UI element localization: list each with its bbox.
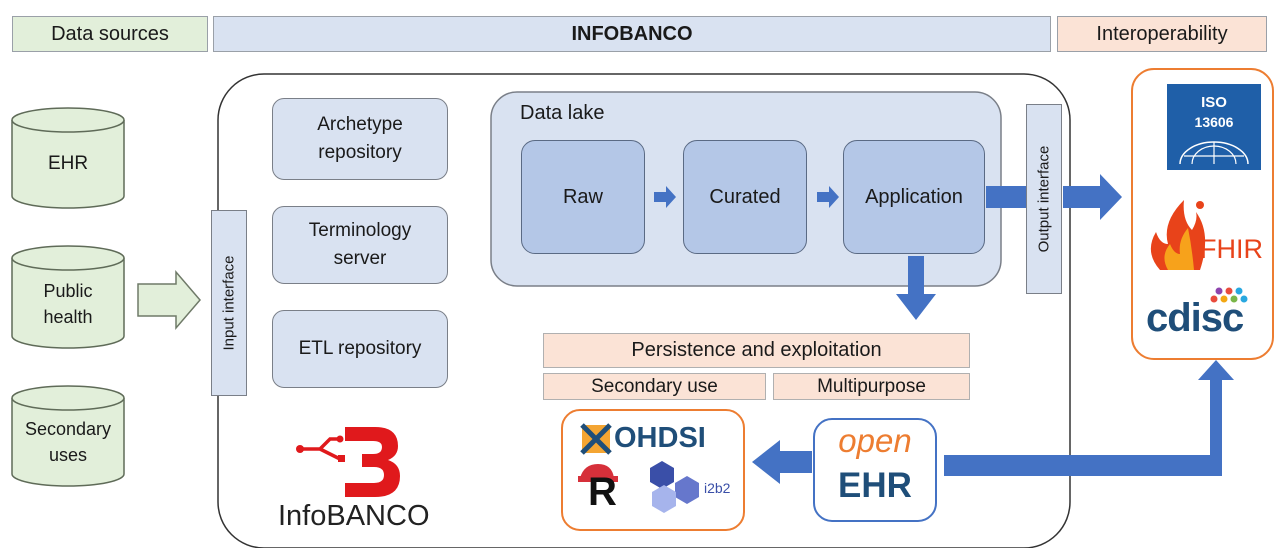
cylinder-ehr — [11, 107, 125, 209]
arrow-openehr-interoperability — [944, 360, 1234, 476]
ohdsi-logo-text: OHDSI — [614, 422, 706, 454]
source-ehr-label: EHR — [47, 153, 89, 175]
fhir-flame-icon — [1150, 200, 1206, 270]
iso-13606-logo — [1167, 84, 1261, 170]
input-interface-label: Input interface — [220, 255, 238, 351]
i2b2-logo-text: i2b2 — [704, 480, 731, 496]
openehr-open-text: open — [838, 422, 912, 459]
arrow-openehr-ohdsi — [752, 440, 812, 484]
infobanco-logo-mark — [296, 427, 400, 497]
arrow-application-down — [896, 256, 936, 320]
header-interoperability: Interoperability — [1057, 16, 1267, 52]
persistence-title: Persistence and exploitation — [543, 333, 970, 368]
arrow-application-output — [986, 186, 1026, 208]
header-infobanco: INFOBANCO — [213, 16, 1051, 52]
cylinder-secondary-uses — [11, 385, 125, 487]
source-secondary-uses-label: Secondary uses — [24, 418, 112, 465]
stage-application: Application — [843, 140, 985, 254]
cdisc-dots-icon — [1210, 287, 1248, 303]
secondary-use-label: Secondary use — [543, 373, 766, 400]
multipurpose-label: Multipurpose — [773, 373, 970, 400]
arrow-raw-curated — [654, 186, 676, 208]
data-lake-title: Data lake — [520, 102, 605, 124]
source-secondary-uses: Secondary uses — [12, 398, 124, 486]
output-interface: Output interface — [1026, 104, 1062, 294]
header-data-sources: Data sources — [12, 16, 208, 52]
openehr-box — [813, 418, 937, 522]
stage-raw: Raw — [521, 140, 645, 254]
iso-label: ISO — [1201, 94, 1227, 111]
input-interface: Input interface — [211, 210, 247, 396]
source-ehr: EHR — [12, 120, 124, 208]
etl-repository: ETL repository — [272, 310, 448, 388]
cylinder-public-health — [11, 245, 125, 349]
cdisc-logo-text: cdisc — [1146, 296, 1244, 340]
archetype-repository: Archetype repository — [272, 98, 448, 180]
fhir-logo-text: FHIR — [1200, 234, 1263, 264]
stage-curated: Curated — [683, 140, 807, 254]
infobanco-wordmark: InfoBANCO — [278, 500, 430, 532]
r-logo-text: R — [588, 470, 617, 514]
ohdsi-icon — [580, 423, 612, 455]
arrow-curated-application — [817, 186, 839, 208]
r-logo-icon — [578, 464, 618, 482]
terminology-server: Terminology server — [272, 206, 448, 284]
i2b2-hexagon-icon — [650, 461, 699, 513]
iso-number: 13606 — [1194, 114, 1234, 130]
source-public-health: Public health — [12, 260, 124, 348]
input-arrow — [137, 269, 201, 331]
source-public-health-label: Public health — [43, 280, 93, 327]
arrow-output-interoperability — [1063, 174, 1122, 220]
output-interface-label: Output interface — [1035, 145, 1053, 253]
openehr-ehr-text: EHR — [838, 466, 912, 505]
